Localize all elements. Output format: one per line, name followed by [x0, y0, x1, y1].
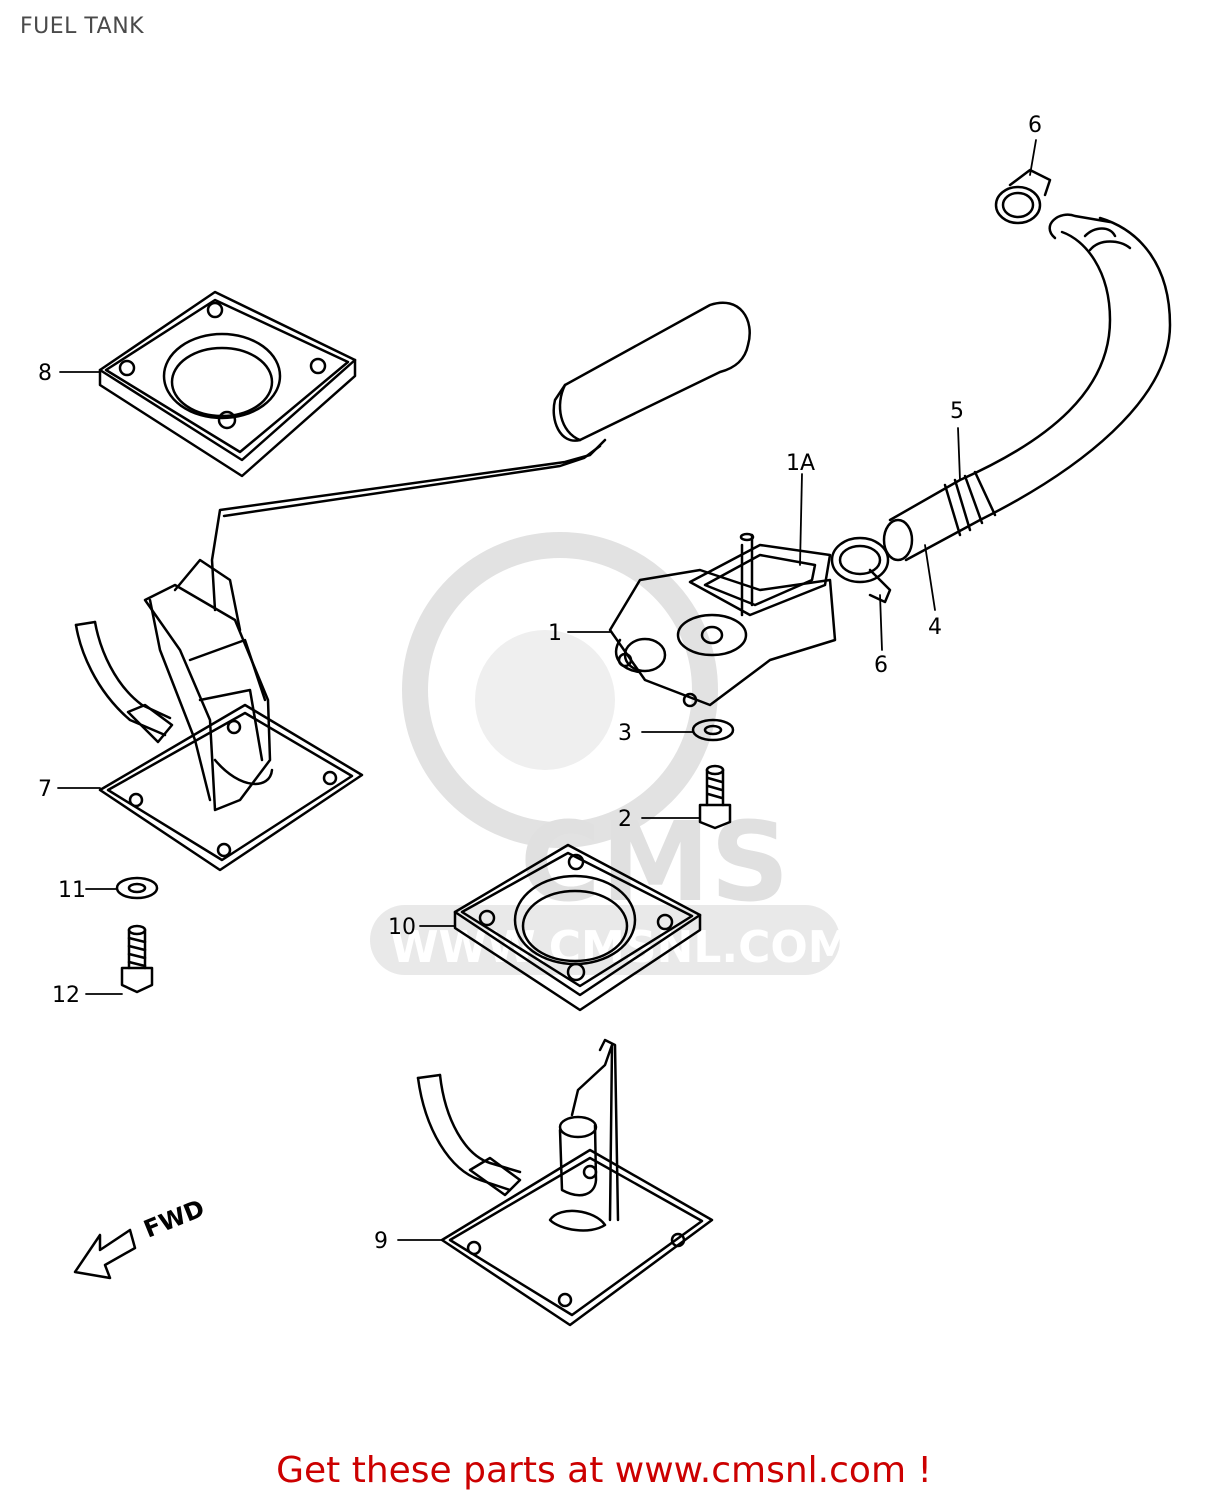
gasket-10 [453, 843, 702, 1012]
watermark: CMS WWW.CMSNL.COM [370, 532, 852, 975]
callout-leaders [57, 139, 1037, 1241]
parts-diagram: CMS WWW.CMSNL.COM [38, 113, 1172, 1327]
fuel-level-gauge-7 [74, 301, 751, 872]
clamp-6-lower [830, 536, 892, 604]
callout-11: 11 [58, 878, 86, 903]
bolt-2 [698, 764, 732, 830]
callout-1: 1 [548, 621, 562, 646]
fuel-sensor-plate-9 [416, 1038, 714, 1327]
callout-7: 7 [38, 777, 52, 802]
callout-8: 8 [38, 361, 52, 386]
callout-1a: 1A [786, 451, 815, 476]
fuel-cock-1 [608, 532, 837, 708]
fuel-hose-4 [882, 213, 1172, 562]
callout-9: 9 [374, 1229, 388, 1254]
callout-3: 3 [618, 721, 632, 746]
callout-10: 10 [388, 915, 416, 940]
washer-11 [115, 876, 159, 900]
watermark-logo-text: CMS [520, 798, 789, 926]
fwd-label: FWD [140, 1194, 209, 1243]
callout-12: 12 [52, 983, 80, 1008]
page-title: FUEL TANK [20, 14, 145, 39]
fwd-arrow-icon [73, 1228, 137, 1280]
footer-link[interactable]: Get these parts at www.cmsnl.com ! [276, 1450, 932, 1491]
callout-5: 5 [950, 399, 964, 424]
bolt-12 [120, 924, 154, 994]
callout-4: 4 [928, 615, 942, 640]
gasket-8 [98, 290, 357, 478]
callout-6-lower: 6 [874, 653, 888, 678]
clamp-6-upper [994, 168, 1052, 225]
callout-2: 2 [618, 807, 632, 832]
callout-6-upper: 6 [1028, 113, 1042, 138]
washer-3 [691, 718, 735, 742]
